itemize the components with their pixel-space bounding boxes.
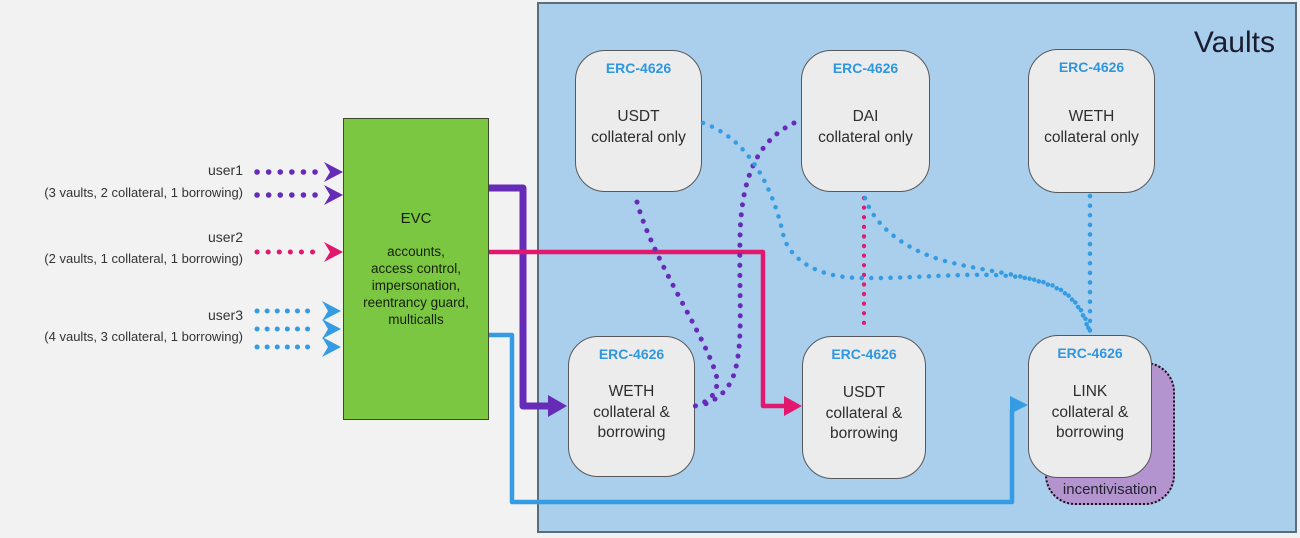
vault-subtitle: borrowing [597, 424, 666, 442]
user1-label: user1 [207, 162, 243, 178]
user2-arrow [254, 242, 343, 262]
erc4626-label: ERC-4626 [1058, 59, 1125, 75]
erc4626-label: ERC-4626 [598, 346, 665, 362]
user2-label: user2 [207, 229, 243, 245]
vault-dai-collateral-only: ERC-4626 DAI collateral only [801, 50, 930, 192]
vault-weth-collateral-borrowing: ERC-4626 WETH collateral & borrowing [568, 336, 695, 477]
vault-subtitle: collateral & [593, 403, 670, 421]
vault-weth-collateral-only: ERC-4626 WETH collateral only [1028, 49, 1155, 193]
vault-usdt-collateral-only: ERC-4626 USDT collateral only [575, 50, 702, 192]
evc-feature: reentrancy guard, [363, 295, 469, 310]
evc-feature: multicalls [388, 312, 444, 327]
evc-feature: access control, [370, 261, 462, 276]
vault-usdt-collateral-borrowing: ERC-4626 USDT collateral & borrowing [802, 336, 926, 479]
erc4626-label: ERC-4626 [832, 60, 899, 76]
erc4626-label: ERC-4626 [1057, 345, 1123, 361]
incentivisation-label: incentivisation [1062, 481, 1158, 498]
user3-arrow-3 [254, 337, 341, 357]
vault-name: WETH [608, 383, 655, 401]
vault-name: USDT [617, 108, 660, 125]
vault-subtitle: collateral only [1044, 128, 1139, 146]
vault-subtitle: borrowing [1055, 424, 1125, 442]
vault-name: USDT [842, 384, 886, 402]
evc-box: EVC accounts, access control, impersonat… [343, 118, 489, 420]
vault-link-collateral-borrowing: ERC-4626 LINK collateral & borrowing [1028, 335, 1152, 478]
erc4626-label: ERC-4626 [831, 346, 897, 362]
user1-arrow-1 [254, 162, 343, 182]
vault-subtitle: collateral only [818, 128, 913, 146]
user1-detail: (3 vaults, 2 collateral, 1 borrowing) [44, 185, 243, 200]
user3-arrow-2 [254, 319, 341, 339]
user3-detail: (4 vaults, 3 collateral, 1 borrowing) [44, 329, 243, 344]
vault-name: LINK [1072, 383, 1108, 401]
vaults-panel-title: Vaults [1193, 26, 1275, 59]
user2-detail: (2 vaults, 1 collateral, 1 borrowing) [44, 251, 243, 266]
vault-subtitle: collateral only [591, 128, 686, 146]
evc-title: EVC [400, 210, 432, 227]
user1-arrow-2 [254, 185, 343, 205]
vault-subtitle: collateral & [1051, 403, 1129, 421]
erc4626-label: ERC-4626 [605, 60, 672, 76]
evc-feature: accounts, [387, 244, 445, 259]
vault-subtitle: collateral & [825, 404, 903, 422]
user3-label: user3 [207, 307, 243, 323]
evc-feature: impersonation, [371, 278, 461, 293]
vault-subtitle: borrowing [829, 425, 899, 443]
vault-name: DAI [852, 108, 879, 125]
vault-name: WETH [1068, 108, 1115, 125]
user3-arrow-1 [254, 301, 341, 321]
